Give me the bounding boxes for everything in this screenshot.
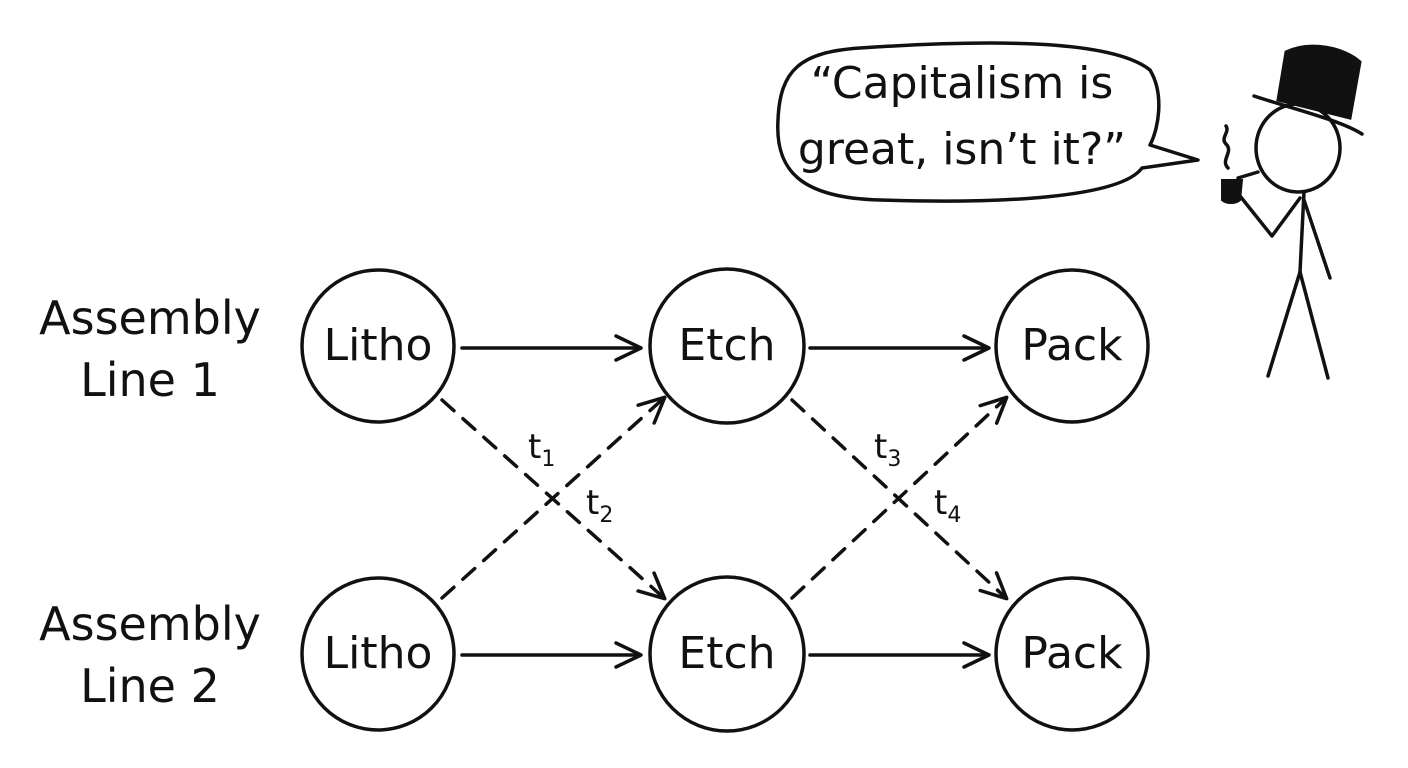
speech-line-2: great, isn’t it?” (798, 124, 1126, 175)
svg-text:Line 1: Line 1 (80, 353, 220, 407)
arm-right (1302, 198, 1332, 280)
leg-right (1298, 270, 1330, 380)
node-litho-line-1: Litho (300, 268, 456, 424)
svg-text:Assembly: Assembly (39, 597, 261, 651)
stick-figure-capitalist (1221, 44, 1364, 380)
speech-line-1: “Capitalism is (811, 58, 1114, 109)
transfer-label-t2: t2 (586, 483, 613, 528)
speech-bubble: “Capitalism is great, isn’t it?” (776, 41, 1200, 203)
node-litho-line-2: Litho (300, 576, 456, 732)
transfer-litho2-etch1 (440, 395, 667, 600)
node-label: Etch (678, 628, 775, 679)
node-label: Pack (1021, 628, 1123, 679)
assembly-line-2-label: Assembly Line 2 (39, 597, 261, 713)
node-pack-line-1: Pack (994, 268, 1150, 424)
node-pack-line-2: Pack (994, 576, 1150, 732)
transfer-label-t3: t3 (874, 427, 901, 472)
svg-text:Line 2: Line 2 (80, 659, 220, 713)
body (1298, 190, 1306, 274)
pipe-icon (1221, 124, 1260, 204)
transfer-etch2-pack1 (790, 395, 1009, 600)
head (1254, 102, 1342, 194)
svg-text:Assembly: Assembly (39, 291, 261, 345)
transfer-label-t4: t4 (934, 483, 961, 528)
node-label: Etch (678, 320, 775, 371)
node-etch-line-1: Etch (648, 267, 806, 425)
node-etch-line-2: Etch (648, 575, 806, 733)
node-label: Pack (1021, 320, 1123, 371)
node-label: Litho (324, 628, 433, 679)
arm-left (1238, 194, 1302, 238)
assembly-line-1-label: Assembly Line 1 (39, 291, 261, 407)
transfer-arrows (440, 395, 1009, 601)
speech-bubble-outline (776, 41, 1200, 203)
node-label: Litho (324, 320, 433, 371)
top-hat-icon (1252, 44, 1364, 136)
transfer-label-t1: t1 (528, 427, 555, 472)
leg-left (1266, 270, 1302, 378)
